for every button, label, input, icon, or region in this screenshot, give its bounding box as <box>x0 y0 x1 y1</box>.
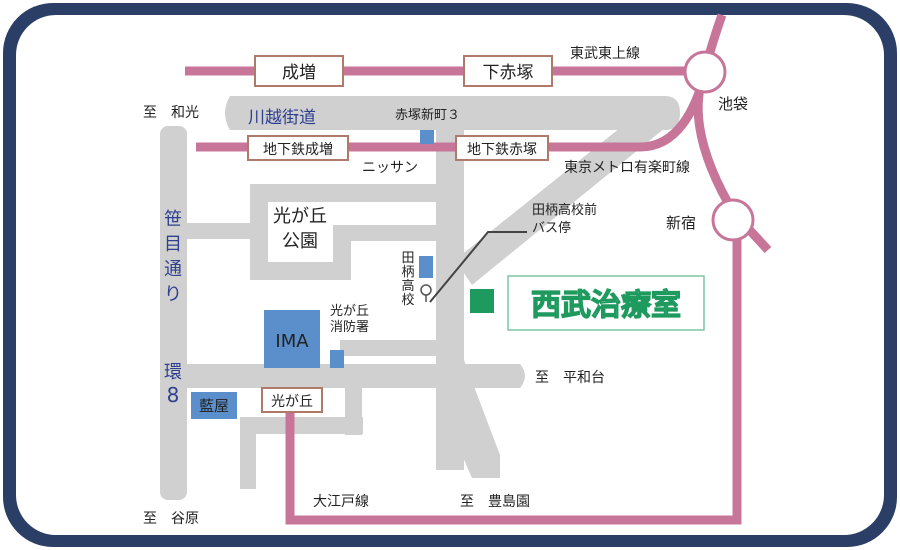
park-road-bottom <box>250 262 350 280</box>
to-toshimaen-label: 至 豊島園 <box>460 494 530 510</box>
shimoakatsuka-station: 下赤塚 <box>463 55 553 87</box>
park-road-left <box>250 184 268 279</box>
school-label-char4: 校 <box>401 292 414 308</box>
narimasu-box <box>254 55 344 87</box>
kawagoe-kaido-road <box>225 96 680 130</box>
shimoakatsuka-label: 下赤塚 <box>483 63 534 83</box>
fire-station-label-line2: 消防署 <box>330 319 369 335</box>
aiya-label: 藍屋 <box>199 397 229 415</box>
to-heiwadai-label: 至 平和台 <box>535 370 605 386</box>
west-connector-road <box>180 223 258 239</box>
fire-station-building <box>330 350 344 368</box>
hikarigaoka-road <box>240 417 363 434</box>
park-road-top <box>250 184 438 202</box>
chikatetsu-akatsuka-box <box>455 135 549 161</box>
clinic-name: 西武治療室 <box>531 288 681 323</box>
kan8-word: 環 <box>164 362 182 383</box>
chikatetsu-akatsuka-station: 地下鉄赤塚 <box>455 135 549 161</box>
shinjuku-label: 新宿 <box>666 214 696 232</box>
tobu-tojo-line-label: 東武東上線 <box>570 46 640 62</box>
kan8-number: 8 <box>167 383 180 407</box>
chikatetsu-narimasu-label: 地下鉄成増 <box>263 142 333 158</box>
ikebukuro-station-marker <box>683 50 727 94</box>
kawagoe-kaido-label: 川越街道 <box>248 108 316 128</box>
fire-station-label-line1: 光が丘 <box>330 304 369 319</box>
clinic-marker <box>470 289 494 313</box>
hikarigaoka-station: 光が丘 <box>261 387 323 413</box>
school-building <box>419 256 433 278</box>
bus-stop-label-line2: バス停 <box>532 220 571 236</box>
fire-station-road <box>340 340 440 356</box>
school-label-char3: 高 <box>401 278 414 294</box>
chikatetsu-narimasu-box <box>247 135 349 161</box>
hikarigaoka-box <box>261 387 323 413</box>
chikatetsu-akatsuka-label: 地下鉄赤塚 <box>467 142 537 158</box>
nissan-label: ニッサン <box>362 160 418 176</box>
ikebukuro-label: 池袋 <box>718 95 748 113</box>
bus-stop-icon <box>420 284 432 296</box>
bus-stop-leader-line <box>429 231 527 303</box>
central-road-south <box>436 360 500 478</box>
nissan-building <box>420 130 434 144</box>
sasame-dori-road <box>160 126 187 500</box>
aiya-building <box>191 392 237 419</box>
oedo-line-label: 大江戸線 <box>313 494 369 510</box>
chikatetsu-narimasu-station: 地下鉄成増 <box>247 135 349 161</box>
park-road-connector <box>333 225 438 241</box>
sasame-dori-char1: 笹 <box>164 209 182 230</box>
yahara-spur-road <box>240 417 256 489</box>
hikarigaoka-road-east <box>345 375 362 435</box>
to-wako-label: 至 和光 <box>143 105 199 121</box>
oedo-line <box>285 240 742 525</box>
narimasu-label: 成増 <box>282 63 316 83</box>
hikarigaoka-label: 光が丘 <box>271 394 313 410</box>
diagonal-road <box>455 120 665 285</box>
akatsuka-shinmachi-label: 赤塚新町３ <box>395 107 460 123</box>
ima-building <box>264 310 320 368</box>
ikebukuro-shinjuku-line <box>693 87 739 218</box>
clinic-label-box <box>507 275 705 331</box>
ima-label: IMA <box>275 331 309 352</box>
shinjuku-station-marker <box>711 198 755 242</box>
to-yahara-label: 至 谷原 <box>143 511 199 527</box>
metro-yurakucho-line-label: 東京メトロ有楽町線 <box>564 160 690 176</box>
school-label-char1: 田 <box>401 251 414 266</box>
school-label-char2: 柄 <box>401 265 414 280</box>
sasame-dori-char2: 目 <box>164 234 182 255</box>
sasame-dori-char3: 通 <box>164 259 182 280</box>
roads <box>160 96 680 500</box>
narimasu-station: 成増 <box>254 55 344 87</box>
sasame-dori-label: 笹 目 通 り <box>164 209 182 305</box>
shimoakatsuka-box <box>463 55 553 87</box>
park-label-line1: 光が丘 <box>273 206 327 227</box>
park-label-line2: 公園 <box>282 231 318 252</box>
bus-stop-label-line1: 田柄高校前 <box>532 202 597 218</box>
sasame-dori-char4: り <box>164 284 182 305</box>
